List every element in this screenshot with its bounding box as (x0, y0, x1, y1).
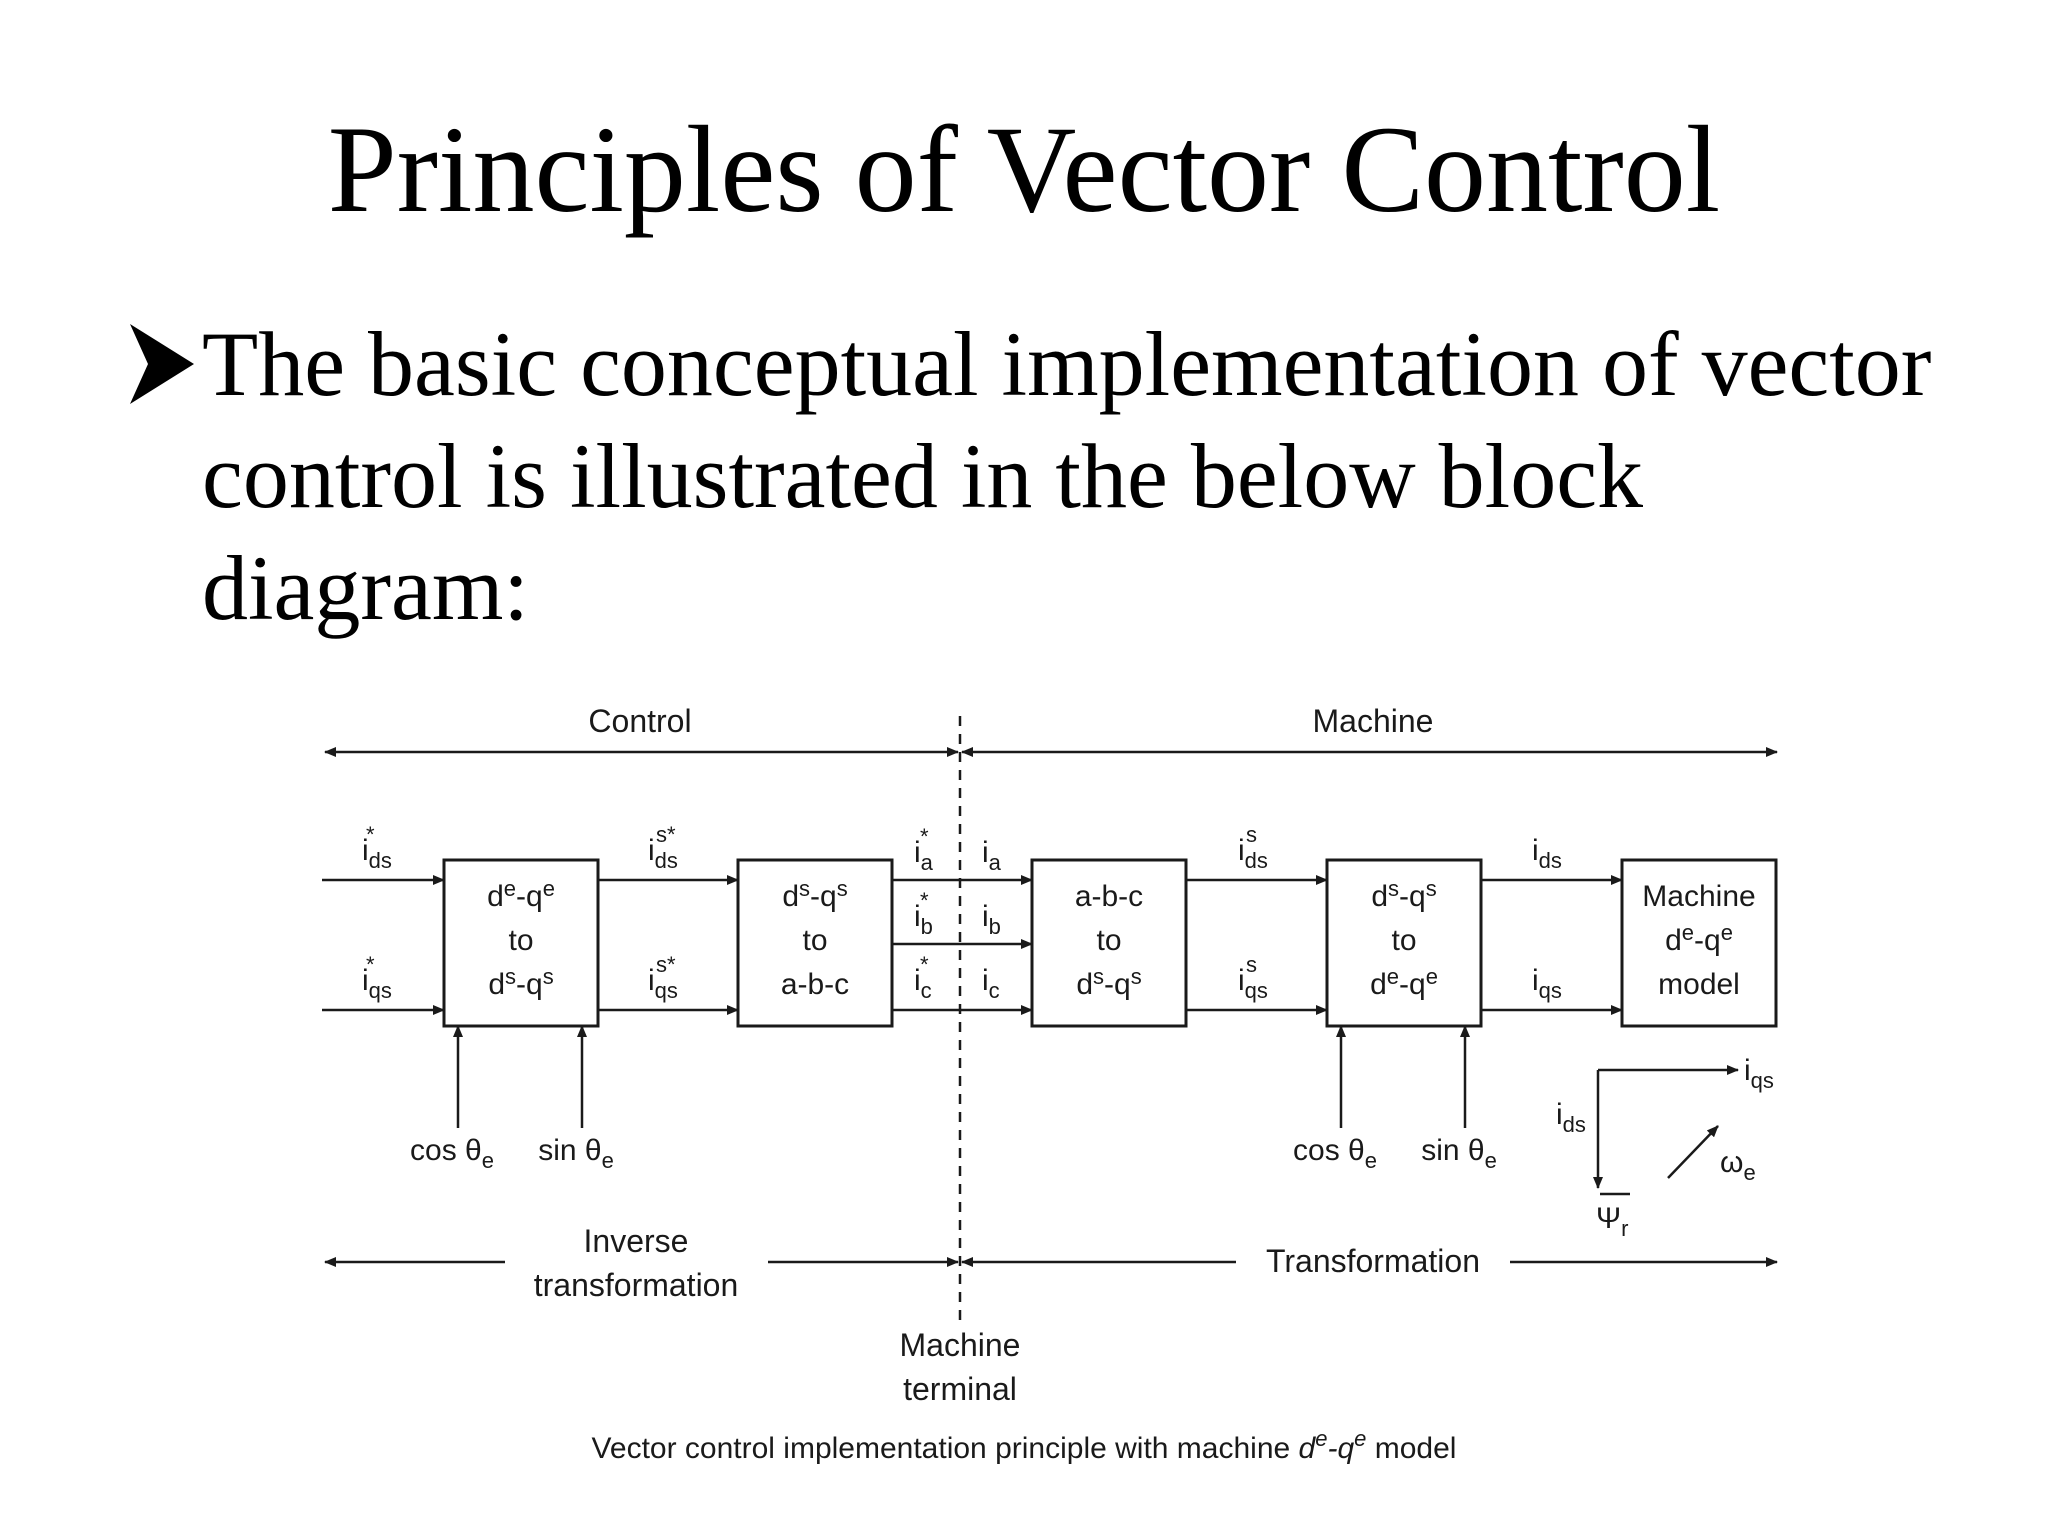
svg-text:Transformation: Transformation (1266, 1243, 1480, 1279)
block-machine-model (1620, 858, 1778, 1028)
svg-text:sin θe: sin θe (1421, 1134, 1497, 1173)
arrow-bullet-icon (130, 324, 194, 404)
machine-region-label: Machine (1313, 703, 1434, 739)
block-4-text: ds-qs to de-qe (1370, 876, 1438, 1001)
svg-text:ds-qs: ds-qs (488, 964, 553, 1001)
svg-text:ids*: ids* (362, 822, 392, 873)
diagram-caption: Vector control implementation principle … (592, 1426, 1457, 1465)
svg-text:sin θe: sin θe (538, 1134, 614, 1173)
svg-text:ia*: ia* (914, 824, 934, 875)
svg-text:to: to (1391, 924, 1416, 957)
signal-arrows (322, 875, 1623, 1128)
svg-text:ds-qs: ds-qs (1076, 964, 1141, 1001)
omega-arrow (1667, 1125, 1719, 1179)
svg-text:model: model (1658, 968, 1740, 1001)
dq-axes (1593, 1065, 1739, 1189)
svg-text:iqss: iqss (1238, 952, 1268, 1003)
svg-text:idss: idss (1238, 822, 1268, 873)
svg-text:ids: ids (1556, 1098, 1586, 1137)
svg-text:to: to (802, 924, 827, 957)
svg-text:ia: ia (982, 836, 1002, 875)
svg-text:ids: ids (1532, 834, 1562, 873)
svg-text:cos θe: cos θe (410, 1134, 494, 1173)
block-5-text: Machine de-qe model (1642, 880, 1755, 1001)
slide-title: Principles of Vector Control (327, 101, 1721, 238)
svg-text:cos θe: cos θe (1293, 1134, 1377, 1173)
svg-text:iqss*: iqss* (648, 952, 678, 1003)
svg-text:iqs: iqs (1532, 964, 1562, 1003)
svg-text:Machine: Machine (1642, 880, 1755, 913)
svg-text:a-b-c: a-b-c (1075, 880, 1143, 913)
svg-text:ib*: ib* (914, 888, 933, 939)
svg-text:to: to (1096, 924, 1121, 957)
block-1-text: de-qe to ds-qs (487, 876, 555, 1001)
svg-text:ib: ib (982, 900, 1001, 939)
svg-text:idss*: idss* (648, 822, 678, 873)
svg-text:ic*: ic* (914, 952, 932, 1003)
svg-text:a-b-c: a-b-c (781, 968, 849, 1001)
svg-text:to: to (508, 924, 533, 957)
svg-text:Machine: Machine (900, 1327, 1021, 1363)
svg-text:Inverse: Inverse (584, 1223, 689, 1259)
svg-text:ds-qs: ds-qs (782, 876, 847, 913)
svg-text:ωe: ωe (1720, 1146, 1756, 1185)
svg-text:de-qe: de-qe (1370, 964, 1438, 1001)
svg-text:de-qe: de-qe (1665, 920, 1733, 957)
block-de-qe-to-ds-qs (442, 858, 600, 1028)
control-region-label: Control (588, 703, 691, 739)
block-ds-qs-to-de-qe (1325, 858, 1483, 1028)
trig-labels: cos θe sin θe cos θe sin θe (410, 1134, 1497, 1173)
svg-text:ds-qs: ds-qs (1371, 876, 1436, 913)
bottom-labels: Inverse transformation Transformation Ma… (534, 1223, 1480, 1407)
svg-text:terminal: terminal (903, 1371, 1017, 1407)
bullet-text: The basic conceptual implementation of v… (202, 313, 1932, 639)
svg-text:Ψr: Ψr (1596, 1202, 1628, 1241)
svg-text:ic: ic (982, 964, 1000, 1003)
svg-text:iqs*: iqs* (362, 952, 392, 1003)
block-3-text: a-b-c to ds-qs (1075, 880, 1143, 1001)
svg-text:transformation: transformation (534, 1267, 739, 1303)
axes-labels: iqs ids Ψr ωe (1556, 1054, 1774, 1241)
svg-text:de-qe: de-qe (487, 876, 555, 913)
block-2-text: ds-qs to a-b-c (781, 876, 849, 1001)
svg-text:iqs: iqs (1744, 1054, 1774, 1093)
signal-labels: ids* iqs* idss* iqss* ia* ib* ic* ia ib … (362, 822, 1562, 1003)
